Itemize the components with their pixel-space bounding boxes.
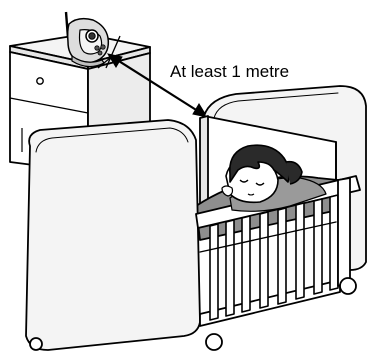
distance-label: At least 1 metre: [170, 62, 289, 82]
baby-monitor-icon: [66, 12, 108, 67]
